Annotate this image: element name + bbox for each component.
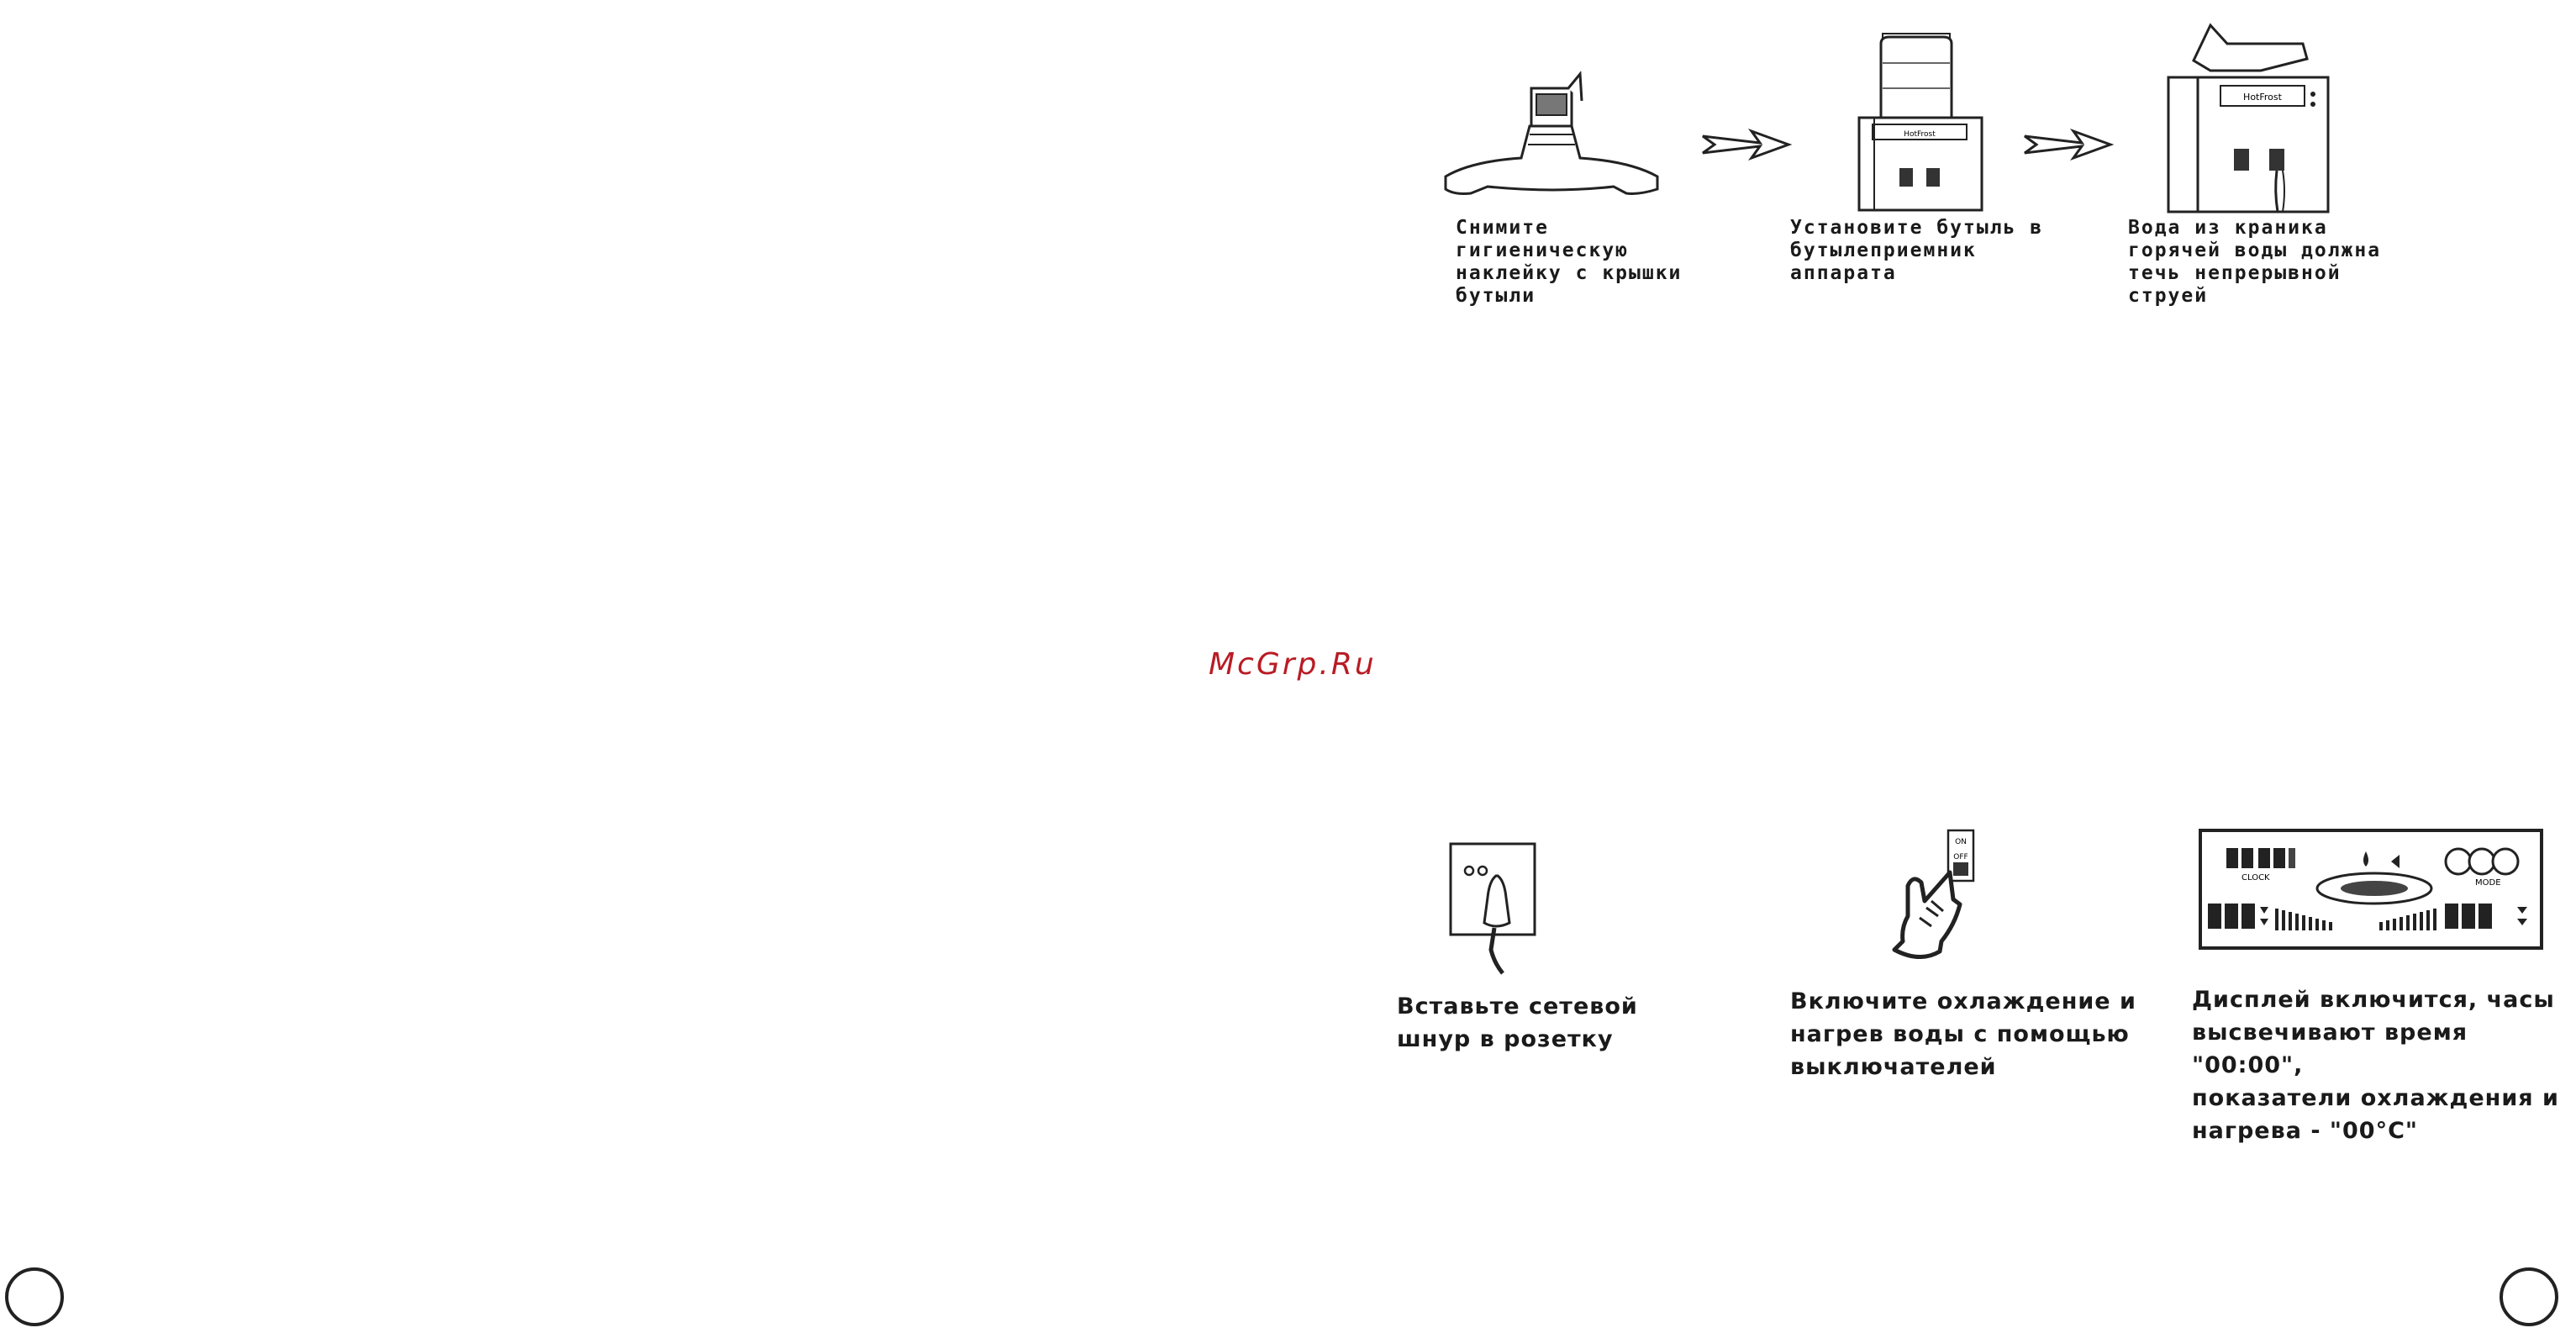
bottle-cap-illustration — [1444, 71, 1659, 195]
power-socket-illustration — [1449, 842, 1536, 975]
hand-switch-illustration: ON OFF — [1892, 829, 1975, 959]
brand-label: HotFrost — [2243, 92, 2283, 103]
dispenser-pouring-illustration: HotFrost — [2167, 23, 2330, 213]
step-caption-install-bottle: Установите бутыль в бутылеприемник аппар… — [1790, 217, 2044, 284]
step-caption-remove-sticker: Снимите гигиеническую наклейку с крышки … — [1456, 217, 1683, 307]
step-caption-hot-water-flow: Вода из краника горячей воды должна течь… — [2128, 217, 2382, 307]
lcd-clock-label: CLOCK — [2241, 873, 2270, 883]
watermark-text: McGrp.Ru — [1209, 647, 1377, 682]
page-circle-icon — [2500, 1267, 2558, 1326]
dispenser-with-bottle-illustration: HotFrost — [1857, 33, 1983, 212]
step-caption-switch-on: Включите охлаждение и нагрев воды с помо… — [1790, 988, 2136, 1080]
lcd-display-illustration: CLOCK MODE — [2199, 829, 2543, 950]
switch-on-label: ON — [1955, 838, 1967, 846]
lcd-mode-label: MODE — [2475, 878, 2501, 888]
brand-label: HotFrost — [1904, 130, 1936, 139]
arrow-right-icon — [2024, 128, 2115, 161]
arrow-right-icon — [1702, 128, 1793, 161]
step-caption-display-on: Дисплей включится, часы высвечивают врем… — [2192, 987, 2559, 1144]
step-caption-plug-in: Вставьте сетевой шнур в розетку — [1397, 993, 1638, 1052]
page-circle-icon — [5, 1267, 64, 1326]
switch-off-label: OFF — [1953, 853, 1968, 861]
